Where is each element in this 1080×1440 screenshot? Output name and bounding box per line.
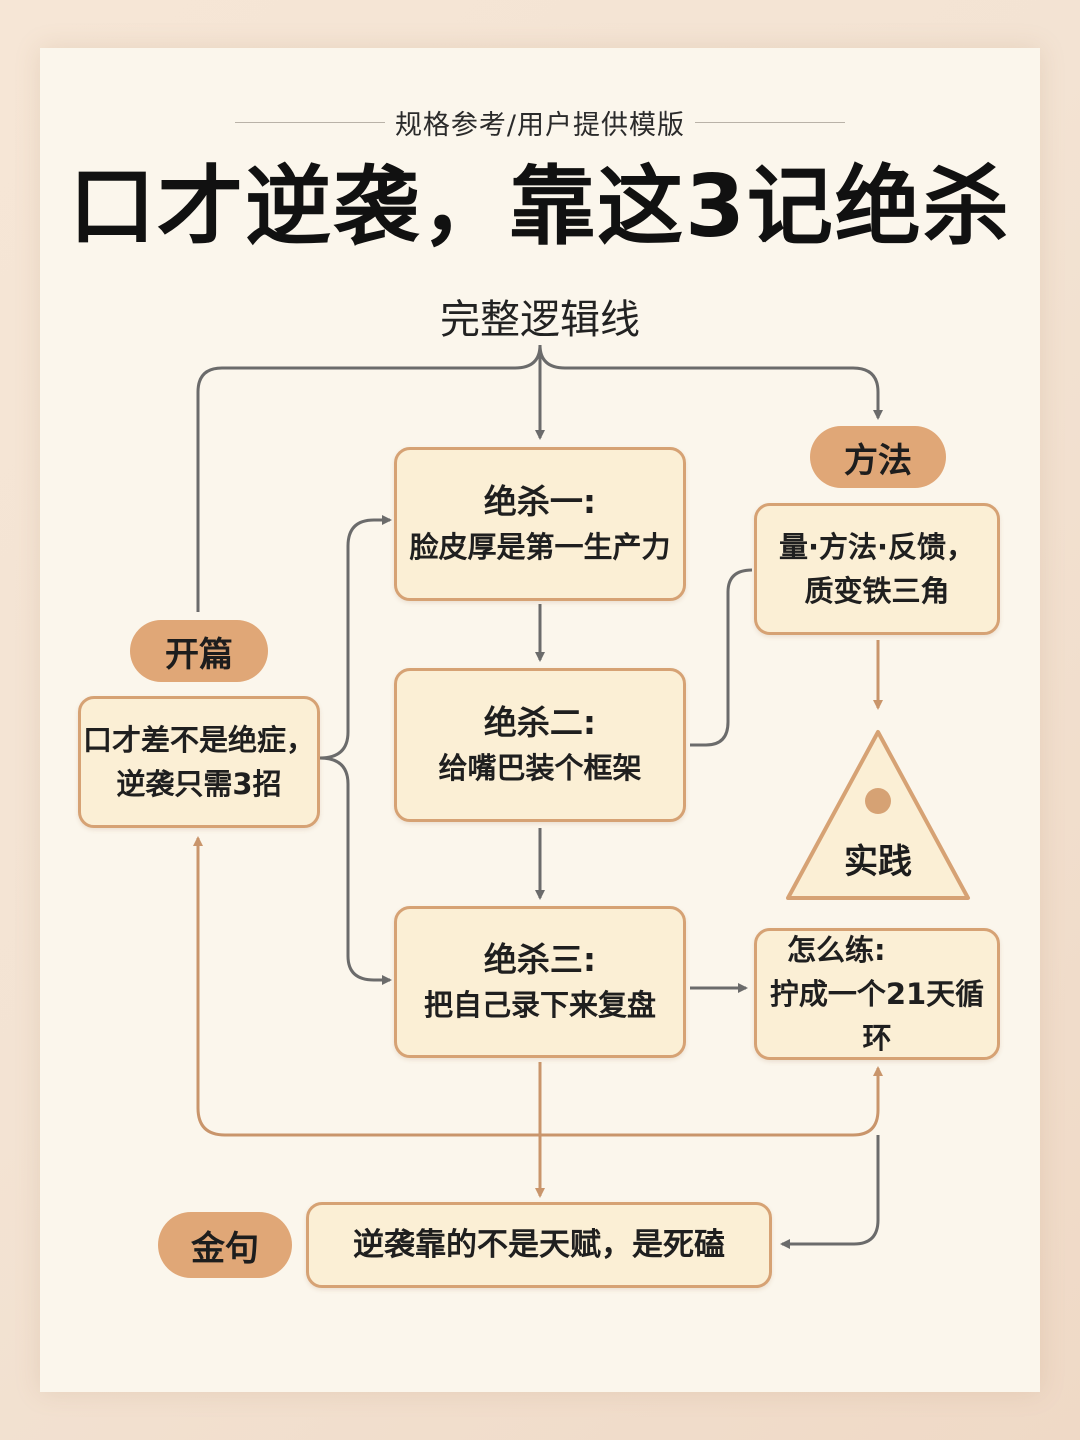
subtitle-right-rule: [695, 121, 846, 123]
fangfa-pill: 方法: [810, 426, 946, 488]
fangfa-line2: 质变铁三角: [804, 574, 950, 608]
zenmelian-box: 怎么练: 拧成一个21天循环: [754, 928, 1000, 1060]
arrow-kaipian-to-jueshayi: [319, 515, 392, 760]
jueshaer-body: 给嘴巴装个框架: [438, 751, 642, 785]
shijian-label: 实践: [844, 842, 912, 882]
logic-line-title: 完整逻辑线: [440, 297, 640, 343]
jueshayi-head: 绝杀一:: [483, 482, 597, 521]
loop-right-to-zenmelian: [540, 1066, 883, 1137]
arrow-zenmelian-to-jinju: [780, 1135, 880, 1249]
jueshaer-box: 绝杀二: 给嘴巴装个框架: [394, 668, 686, 822]
fangfa-box: 量·方法·反馈， 质变铁三角: [754, 503, 1000, 635]
jueshayi-body: 脸皮厚是第一生产力: [409, 530, 671, 564]
kaipian-line1: 口才差不是绝症，: [82, 723, 315, 757]
zenmelian-head: 怎么练:: [787, 933, 886, 967]
jueshasan-head: 绝杀三:: [483, 940, 597, 979]
jueshasan-box: 绝杀三: 把自己录下来复盘: [394, 906, 686, 1058]
kaipian-box: 口才差不是绝症， 逆袭只需3招: [78, 696, 320, 828]
jueshasan-body: 把自己录下来复盘: [423, 988, 656, 1022]
connector-jueshaer-to-fangfa: [690, 568, 753, 747]
subtitle-left-rule: [234, 121, 385, 123]
jueshaer-head: 绝杀二:: [483, 703, 597, 742]
arrow-title-to-fangfa: [538, 344, 883, 420]
jinju-box: 逆袭靠的不是天赋，是死磕: [306, 1202, 772, 1288]
kaipian-line2: 逆袭只需3招: [116, 767, 282, 801]
zenmelian-body: 拧成一个21天循环: [769, 977, 985, 1055]
page-title: 口才逆袭，靠这3记绝杀: [69, 157, 1011, 257]
jinju-pill: 金句: [158, 1212, 292, 1278]
arrow-kaipian-to-jueshasan: [319, 756, 392, 985]
fangfa-line1: 量·方法·反馈，: [778, 530, 976, 564]
shijian-triangle: [786, 730, 970, 900]
kaipian-pill: 开篇: [130, 620, 268, 682]
loop-left-up-to-kaipian: [193, 836, 540, 1137]
subtitle-row: 规格参考/用户提供模版: [0, 100, 1080, 144]
jinju-text: 逆袭靠的不是天赋，是死磕: [353, 1227, 725, 1263]
shijian-dot: [865, 788, 891, 814]
subtitle: 规格参考/用户提供模版: [394, 109, 686, 141]
jueshayi-box: 绝杀一: 脸皮厚是第一生产力: [394, 447, 686, 601]
arrow-title-to-kaipian: [196, 344, 542, 612]
